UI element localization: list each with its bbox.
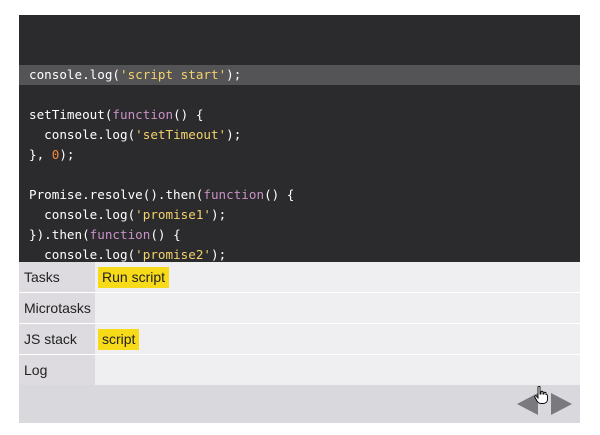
code-token: () { [264,187,295,202]
triangle-left-icon [517,393,538,415]
tasks-row: Tasks Run script [19,262,580,292]
code-token: ); [226,67,242,82]
js-stack-label: JS stack [19,324,95,354]
log-label: Log [19,355,95,385]
event-loop-demo: console.log('script start');setTimeout(f… [19,15,580,423]
js-stack-row: JS stack script [19,324,580,354]
log-row: Log [19,355,580,385]
code-token: console.log( [29,207,136,222]
code-line: setTimeout(function() { [19,105,580,125]
code-token: console.log( [29,127,136,142]
microtasks-row: Microtasks [19,293,580,323]
previous-step-button[interactable] [516,392,540,416]
row-divider [19,354,580,355]
code-token: console.log( [29,247,136,262]
next-step-button[interactable] [549,392,573,416]
code-token: () { [173,107,204,122]
code-token: 'script start' [120,67,227,82]
code-token: }).then( [29,227,90,242]
triangle-right-icon [551,393,572,415]
stack-pill: script [98,329,140,350]
code-token: function [112,107,174,122]
code-token: 'promise2' [135,247,211,262]
code-token: 'promise1' [135,207,211,222]
code-line: console.log('promise2'); [19,245,580,262]
code-token: function [89,227,151,242]
playback-controls [19,385,580,423]
code-line: }).then(function() { [19,225,580,245]
code-token: setTimeout( [29,107,113,122]
code-line: console.log('promise1'); [19,205,580,225]
code-token: 0 [51,147,60,162]
code-token: 'setTimeout' [135,127,227,142]
code-token: Promise.resolve().then( [29,187,204,202]
code-line [19,85,580,105]
code-token: ); [59,147,75,162]
tasks-label: Tasks [19,262,95,292]
code-line [19,165,580,185]
task-pill: Run script [98,267,170,288]
row-divider [19,323,580,324]
code-line: }, 0); [19,145,580,165]
code-token: ); [210,247,227,262]
code-token: function [203,187,265,202]
code-token: }, [29,147,52,162]
code-line: console.log('setTimeout'); [19,125,580,145]
row-divider [19,292,580,293]
code-token: () { [150,227,181,242]
code-token: console.log( [29,67,120,82]
code-token: ); [210,207,227,222]
code-token: ); [226,127,242,142]
hand-cursor-icon [534,386,548,404]
microtasks-label: Microtasks [19,293,95,323]
code-panel: console.log('script start');setTimeout(f… [19,15,580,262]
code-line: Promise.resolve().then(function() { [19,185,580,205]
code-line: console.log('script start'); [19,65,580,85]
